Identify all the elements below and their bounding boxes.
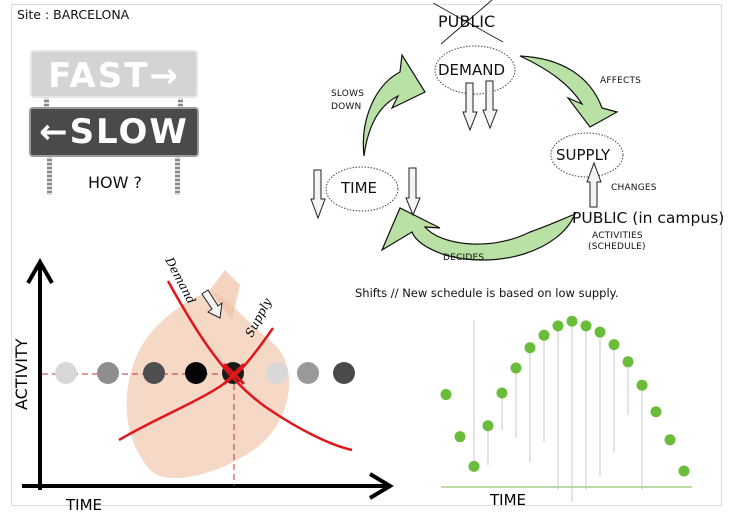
scatter-point [510, 362, 522, 374]
scatter-point [524, 342, 536, 354]
sign-post-left [47, 155, 52, 195]
down-label: DOWN [331, 102, 362, 112]
scatter-point [664, 434, 676, 446]
decides-label: DECIDES [443, 253, 485, 263]
page-frame [11, 4, 722, 506]
scatter-point [538, 329, 550, 341]
sign-post-right-top [178, 96, 183, 108]
activity-dot [266, 362, 288, 384]
scatter-point [622, 356, 634, 368]
public-crossed-label: PUBLIC [438, 12, 496, 31]
hand-finger [210, 270, 240, 320]
fast-sign-text: FAST [48, 56, 150, 96]
demand-shift-arrow-icon [201, 289, 223, 319]
activity-axis-label: ACTIVITY [12, 338, 31, 410]
scatter-point [440, 389, 452, 401]
scatter-point [468, 460, 480, 472]
decides-arrow [380, 207, 577, 261]
changes-label: CHANGES [611, 183, 657, 193]
fast-sign: FAST→ [30, 50, 198, 98]
scatter-point [482, 420, 494, 432]
arrow-right-icon: → [149, 56, 180, 96]
slows-down-arrow [362, 53, 426, 157]
activity-dot [185, 362, 207, 384]
slows-label: SLOWS [331, 89, 365, 99]
site-label: Site : BARCELONA [17, 7, 130, 22]
y-axis-arrowhead [26, 257, 54, 284]
slow-sign-text: SLOW [69, 112, 189, 152]
affects-label: AFFECTS [600, 76, 642, 86]
public-campus-label: PUBLIC (in campus) [572, 209, 725, 227]
cross-line-2 [440, 0, 493, 45]
slow-sign: ←SLOW [29, 107, 199, 157]
supply-label: SUPPLY [556, 146, 611, 164]
activities-label: ACTIVITIES [592, 231, 643, 241]
activity-dot [333, 362, 355, 384]
scatter-point [552, 320, 564, 332]
scatter-point [566, 315, 578, 327]
time-down-arrow-right-icon [405, 167, 421, 217]
scatter-point [580, 320, 592, 332]
activity-dot [297, 362, 319, 384]
scatter-point [594, 326, 606, 338]
affects-arrow [519, 55, 619, 128]
time-down-arrow-left-icon [310, 169, 326, 220]
activity-dot [55, 362, 77, 384]
supply-ellipse [550, 132, 624, 178]
hand-image [126, 290, 290, 479]
schedule-label: (SCHEDULE) [588, 242, 646, 252]
sign-post-left-top [44, 96, 49, 108]
changes-up-arrow-icon [586, 161, 602, 208]
activity-dot [143, 362, 165, 384]
x-axis-arrowhead [368, 472, 394, 500]
demand-down-arrows [462, 80, 498, 132]
demand-ellipse [434, 45, 516, 95]
sign-post-right [175, 155, 180, 195]
scatter-point [650, 406, 662, 418]
scatter-stems [473, 320, 643, 502]
how-question: HOW ? [88, 173, 143, 192]
scatter-points [440, 315, 690, 477]
scatter-time-label: TIME [489, 491, 526, 509]
scatter-point [608, 339, 620, 351]
time-label: TIME [341, 179, 378, 197]
arrow-left-icon: ← [39, 112, 70, 152]
equilibrium-x-2 [222, 362, 246, 386]
down-arrow-icon [462, 82, 478, 132]
scatter-point [678, 465, 690, 477]
down-arrow-icon [482, 80, 498, 130]
scatter-point [636, 379, 648, 391]
scatter-point [496, 387, 508, 399]
time-ellipse [325, 166, 399, 212]
shifts-note: Shifts // New schedule is based on low s… [355, 286, 619, 300]
demand-curve [166, 280, 353, 452]
cross-line-1 [432, 2, 504, 43]
demand-label: DEMAND [438, 61, 506, 79]
scatter-point [454, 431, 466, 443]
time-axis-label: TIME [65, 496, 102, 514]
activity-dots [55, 362, 355, 384]
activity-dot [97, 362, 119, 384]
